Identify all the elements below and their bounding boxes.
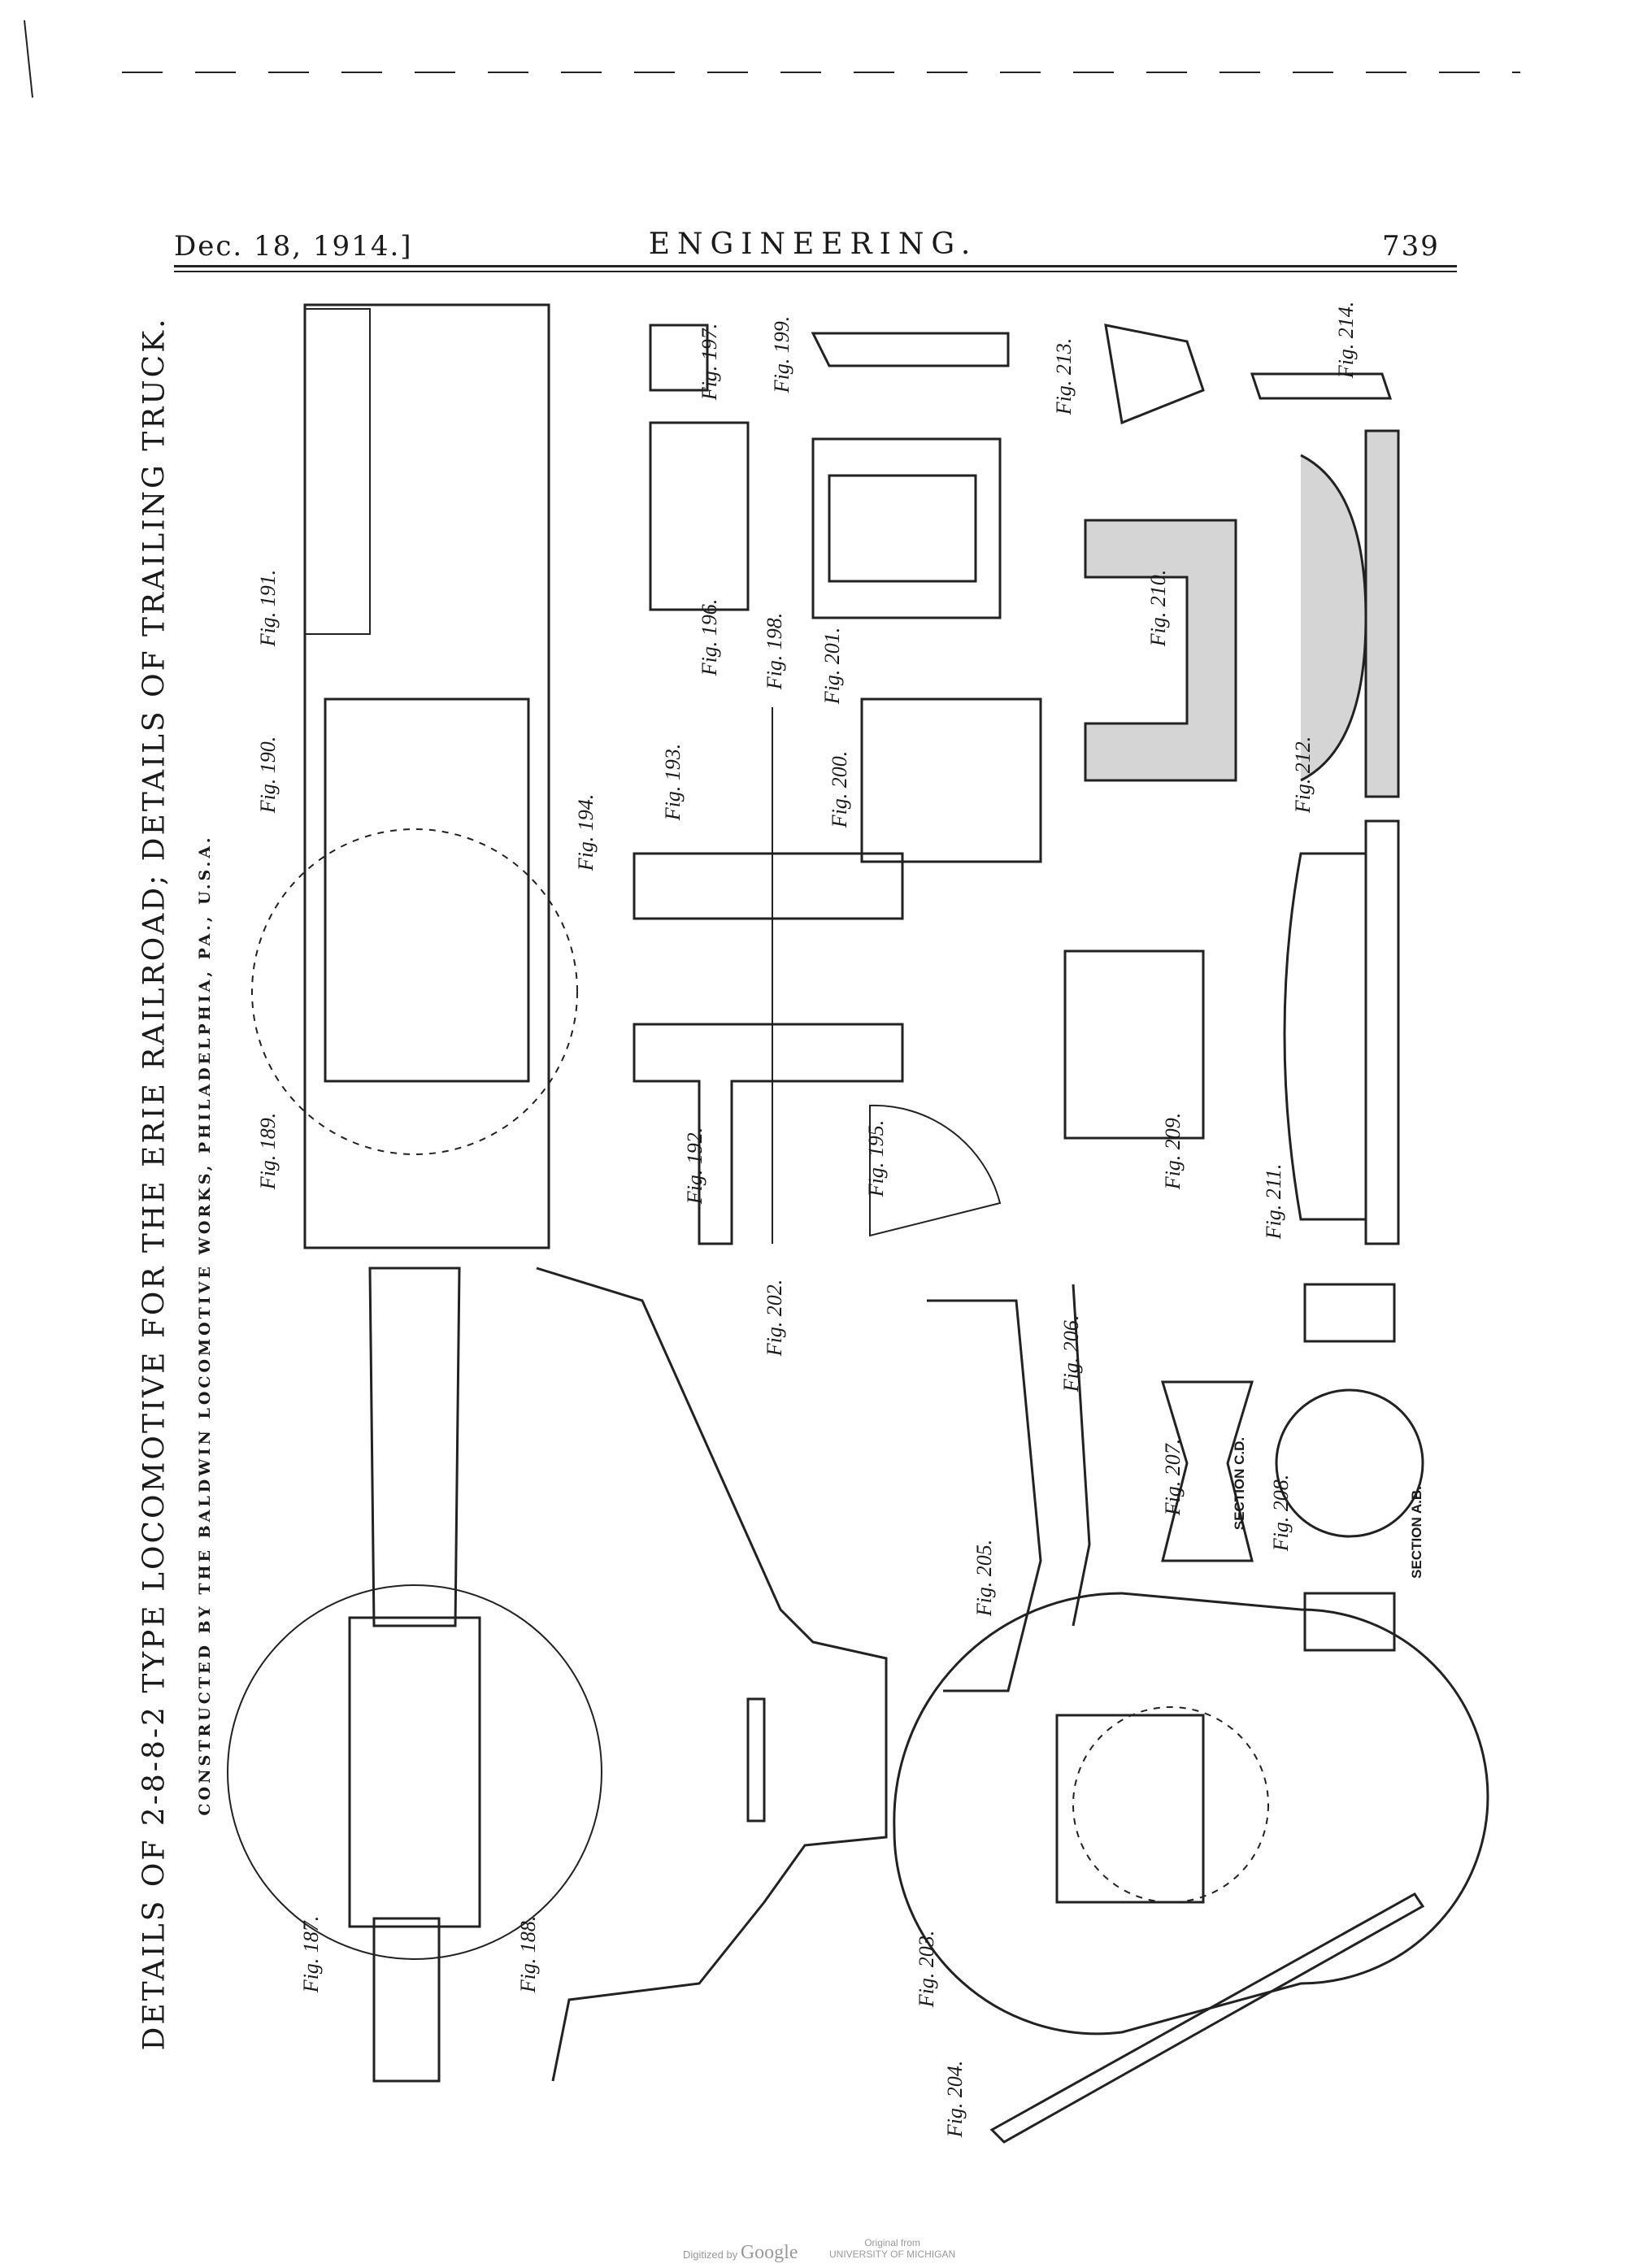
figure-label: Fig. 198. — [763, 612, 786, 690]
figure-label: Fig. 187. — [299, 1915, 323, 1993]
figure-label: Fig. 208. — [1269, 1474, 1293, 1552]
fig-203-drawing — [893, 1592, 1489, 2036]
fig-195-drawing — [869, 1104, 1002, 1237]
plate-subtitle: CONSTRUCTED BY THE BALDWIN LOCOMOTIVE WO… — [196, 834, 214, 1816]
figure-label: Fig. 204. — [943, 2060, 967, 2138]
figure-label: Fig. 199. — [770, 315, 793, 393]
figure-label: Fig. 210. — [1146, 569, 1170, 647]
fig-196-199-drawing — [649, 324, 1010, 619]
fig-188-drawing — [536, 1267, 888, 2082]
digitized-by-notice: Digitized by Google — [683, 2242, 798, 2264]
figure-label: Fig. 207. — [1161, 1438, 1185, 1516]
figure-label: Fig. 209. — [1161, 1112, 1185, 1190]
figure-label: Fig. 194. — [574, 793, 598, 871]
figure-label: Fig. 202. — [763, 1279, 786, 1357]
fig-189-191-frame — [251, 303, 578, 1249]
figure-label: Fig. 197. — [698, 323, 721, 401]
fig-200-drawing — [860, 697, 1042, 863]
figure-label: Fig. 191. — [256, 569, 280, 647]
fig-204-drawing — [989, 1892, 1425, 2144]
figure-label: Fig. 189. — [256, 1112, 280, 1190]
source-line-1: Original from — [864, 2237, 920, 2248]
source-line-2: UNIVERSITY OF MICHIGAN — [829, 2248, 956, 2260]
figure-label: Fig. 211. — [1262, 1163, 1285, 1240]
figure-label: Fig. 201. — [820, 627, 844, 705]
figure-label: Fig. 214. — [1334, 301, 1358, 379]
fig-207-208-drawing — [1160, 1283, 1424, 1652]
figure-label: Fig. 205. — [972, 1539, 996, 1617]
fig-192-193-drawing — [633, 707, 904, 1245]
google-wordmark: Google — [740, 2242, 798, 2263]
figure-label: Fig. 190. — [256, 736, 280, 814]
header-rule — [174, 271, 1457, 272]
fig-213-214-drawing — [1104, 324, 1393, 425]
figure-label: Fig. 200. — [828, 750, 851, 828]
plate-title: DETAILS OF 2-8-8-2 TYPE LOCOMOTIVE FOR T… — [137, 316, 172, 2051]
scan-mark — [24, 20, 33, 98]
header-rule — [174, 265, 1457, 267]
figure-label: Fig. 203. — [915, 1930, 938, 2008]
figure-label: Fig. 206. — [1059, 1314, 1083, 1393]
figure-label: Fig. 193. — [661, 743, 685, 821]
journal-title: ENGINEERING. — [648, 228, 978, 261]
fig-209-212-drawing — [1063, 429, 1400, 1245]
fig-187-drawing — [227, 1267, 602, 2083]
figure-label: Fig. 196. — [698, 598, 721, 676]
source-notice: Original from UNIVERSITY OF MICHIGAN — [829, 2237, 955, 2260]
figure-label: Fig. 213. — [1052, 337, 1076, 415]
section-label: SECTION C.D. — [1232, 1436, 1247, 1531]
section-label: SECTION A.B. — [1409, 1486, 1424, 1579]
page-number: 739 — [1382, 230, 1440, 263]
digitized-prefix: Digitized by — [683, 2248, 738, 2261]
figure-label: Fig. 188. — [516, 1915, 540, 1993]
figure-label: Fig. 195. — [864, 1119, 888, 1197]
figure-label: Fig. 212. — [1291, 736, 1315, 814]
fig-205-drawing — [927, 1284, 1091, 1692]
figure-label: Fig. 192. — [683, 1127, 706, 1205]
issue-date: Dec. 18, 1914.] — [174, 230, 413, 263]
